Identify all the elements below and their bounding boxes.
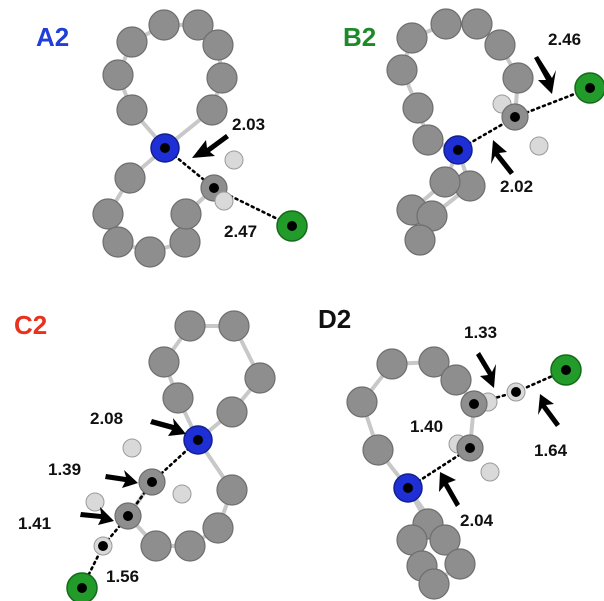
atoms-c2: [66, 310, 276, 601]
panel-d2: D2: [318, 304, 582, 600]
distance-label-c2-1: 2.08: [90, 409, 123, 428]
panel-c2: C2: [14, 310, 276, 601]
distance-label-d2-3: 1.64: [534, 441, 568, 460]
panel-a2: A2: [36, 9, 308, 268]
panel-label-b2: B2: [343, 22, 376, 52]
distance-label-c2-2: 1.39: [48, 460, 81, 479]
panel-b2: B2: [343, 8, 604, 256]
dashed-bond-c2-n: [150, 438, 200, 484]
distance-label-d2-1: 1.33: [464, 323, 497, 342]
arrow-c2-1: [150, 418, 186, 436]
arrow-a2-1: [192, 134, 229, 158]
distance-label-a2-2: 2.47: [224, 222, 257, 241]
arrow-c2-2: [105, 470, 138, 488]
distance-label-b2-1: 2.46: [548, 30, 581, 49]
atoms-d2: [346, 346, 582, 600]
distance-label-b2-2: 2.02: [500, 177, 533, 196]
distance-label-a2-1: 2.03: [232, 115, 265, 134]
atoms-a2: [92, 9, 308, 268]
panel-label-c2: C2: [14, 310, 47, 340]
distance-label-c2-4: 1.56: [106, 567, 139, 586]
arrow-b2-1: [534, 56, 556, 94]
arrow-d2-2: [538, 394, 560, 427]
arrow-d2-1: [476, 352, 496, 388]
arrow-b2-2: [491, 140, 514, 175]
panel-label-d2: D2: [318, 304, 351, 334]
panel-label-a2: A2: [36, 22, 69, 52]
atoms-b2: [386, 8, 604, 256]
arrow-d2-3: [439, 472, 460, 507]
distance-label-d2-2: 1.40: [410, 417, 443, 436]
distance-label-d2-4: 2.04: [460, 511, 494, 530]
arrow-c2-3: [80, 507, 114, 525]
distance-label-c2-3: 1.41: [18, 514, 51, 533]
